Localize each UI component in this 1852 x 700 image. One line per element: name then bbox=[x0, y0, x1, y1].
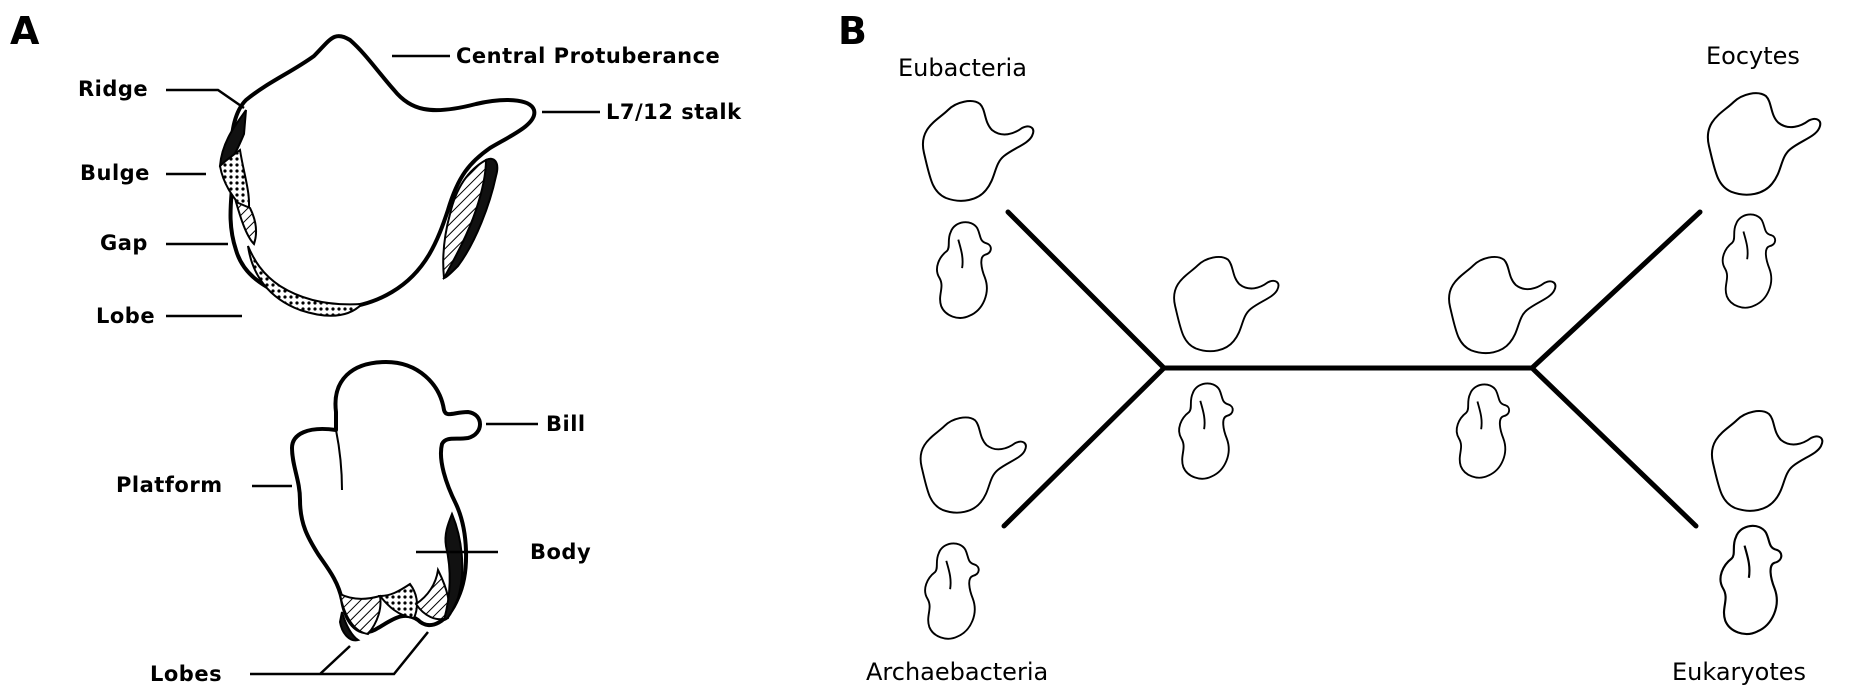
lobe-region bbox=[247, 245, 365, 317]
lobes-leader bbox=[250, 631, 429, 676]
gap-region bbox=[234, 200, 258, 246]
label-l7-12-stalk: L7/12 stalk bbox=[606, 100, 742, 124]
eocytes-small-subunit bbox=[1721, 213, 1777, 309]
label-bill: Bill bbox=[546, 412, 586, 436]
node-left-small-subunit bbox=[1178, 382, 1234, 480]
panel-a: A Central Protuberance L7/12 stalk Ridge… bbox=[10, 9, 742, 686]
label-lobe: Lobe bbox=[96, 304, 155, 328]
eukaryotes-large-subunit bbox=[1710, 410, 1824, 512]
right-lobe-region bbox=[414, 566, 451, 621]
ridge-leader bbox=[166, 88, 245, 110]
branch-eocytes bbox=[1529, 209, 1703, 371]
small-subunit-inner-line bbox=[335, 429, 343, 491]
right-dark-edge bbox=[442, 157, 499, 280]
small-subunit-diagram: Bill Platform Body Lobes bbox=[116, 360, 591, 686]
label-platform: Platform bbox=[116, 473, 223, 497]
right-body-edge bbox=[442, 511, 464, 622]
large-subunit-diagram: Central Protuberance L7/12 stalk Ridge B… bbox=[78, 34, 742, 328]
eocytes-large-subunit bbox=[1706, 92, 1822, 196]
archaebacteria-small-subunit bbox=[924, 542, 980, 640]
branch-archaebacteria bbox=[1001, 365, 1167, 529]
label-central-protuberance: Central Protuberance bbox=[456, 44, 720, 68]
archaebacteria-large-subunit bbox=[919, 416, 1027, 514]
label-eocytes: Eocytes bbox=[1706, 42, 1800, 70]
label-body: Body bbox=[530, 540, 591, 564]
node-left-large-subunit bbox=[1173, 255, 1280, 353]
left-lobe-tip bbox=[338, 611, 361, 642]
center-lobe-region bbox=[377, 582, 418, 620]
label-eukaryotes: Eukaryotes bbox=[1672, 658, 1806, 686]
label-archaebacteria: Archaebacteria bbox=[866, 658, 1048, 686]
small-subunit-outline bbox=[290, 360, 482, 635]
bulge-region bbox=[218, 148, 251, 219]
label-bulge: Bulge bbox=[80, 161, 150, 185]
left-lobe-region bbox=[338, 592, 382, 636]
label-gap: Gap bbox=[100, 231, 148, 255]
phylogenetic-tree bbox=[1001, 209, 1703, 529]
panel-b-letter: B bbox=[838, 9, 867, 53]
eubacteria-small-subunit bbox=[935, 221, 992, 319]
branch-eukaryotes bbox=[1529, 365, 1699, 529]
label-ridge: Ridge bbox=[78, 77, 148, 101]
label-eubacteria: Eubacteria bbox=[898, 54, 1027, 82]
panel-b: B Eubacteria Eocytes Archaebact bbox=[838, 9, 1824, 686]
label-lobes: Lobes bbox=[150, 662, 222, 686]
eubacteria-large-subunit bbox=[921, 100, 1035, 202]
large-subunit-outline bbox=[228, 34, 537, 311]
panel-a-letter: A bbox=[10, 9, 40, 53]
branch-eubacteria bbox=[1005, 209, 1167, 371]
eukaryotes-small-subunit bbox=[1719, 524, 1783, 636]
node-right-small-subunit bbox=[1455, 383, 1511, 479]
node-right-large-subunit bbox=[1447, 255, 1557, 355]
